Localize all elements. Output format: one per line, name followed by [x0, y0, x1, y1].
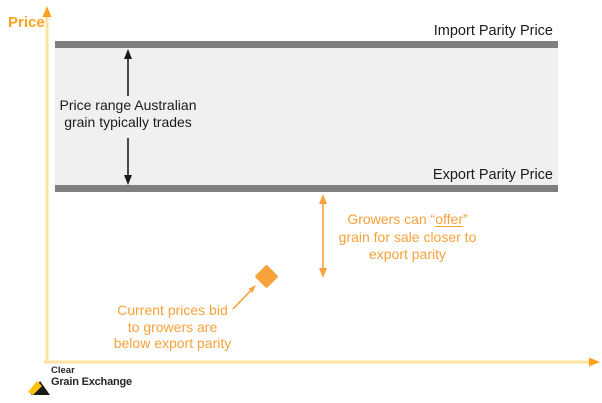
bid-annotation: Current prices bid to growers are below …	[90, 302, 255, 352]
offer-annotation-underlined-word: offer	[435, 211, 463, 227]
logo-name-line1: Clear	[51, 365, 75, 376]
range-double-arrow-icon	[124, 49, 132, 185]
offer-double-arrow-icon	[319, 194, 327, 278]
offer-annotation-pre: Growers can “	[347, 211, 436, 227]
logo-name-line2: Grain Exchange	[51, 376, 132, 388]
offer-annotation-line3: export parity	[368, 246, 447, 262]
offer-annotation-post: ”	[463, 211, 468, 227]
import-parity-label: Import Parity Price	[433, 23, 553, 39]
range-annotation-line2: grain typically trades	[64, 114, 192, 130]
offer-annotation: Growers can “offer” grain for sale close…	[325, 211, 490, 264]
y-axis-label: Price	[8, 14, 45, 31]
bid-annotation-line1: Current prices bid	[117, 302, 228, 318]
y-axis	[42, 6, 52, 363]
parity-band	[55, 41, 558, 192]
range-annotation: Price range Australian grain typically t…	[38, 97, 218, 131]
range-annotation-line1: Price range Australian	[59, 97, 197, 113]
offer-annotation-line2: grain for sale closer to	[338, 228, 477, 245]
import-parity-bar	[55, 41, 558, 48]
offer-annotation-line1: Growers can “offer”	[325, 211, 490, 229]
logo-wordmark: Clear Grain Exchange	[51, 366, 132, 389]
bid-annotation-line3: below export parity	[113, 335, 232, 351]
export-parity-bar	[55, 185, 558, 192]
bid-pointer-arrow-icon	[232, 285, 256, 310]
export-parity-label: Export Parity Price	[432, 167, 553, 183]
logo-triangle-icon	[28, 381, 50, 395]
x-axis-arrowhead-icon	[589, 357, 600, 367]
trading-range-fill	[55, 48, 558, 185]
x-axis	[44, 357, 600, 367]
bid-annotation-line2: to growers are	[127, 318, 218, 335]
y-axis-arrowhead-icon	[42, 6, 52, 17]
